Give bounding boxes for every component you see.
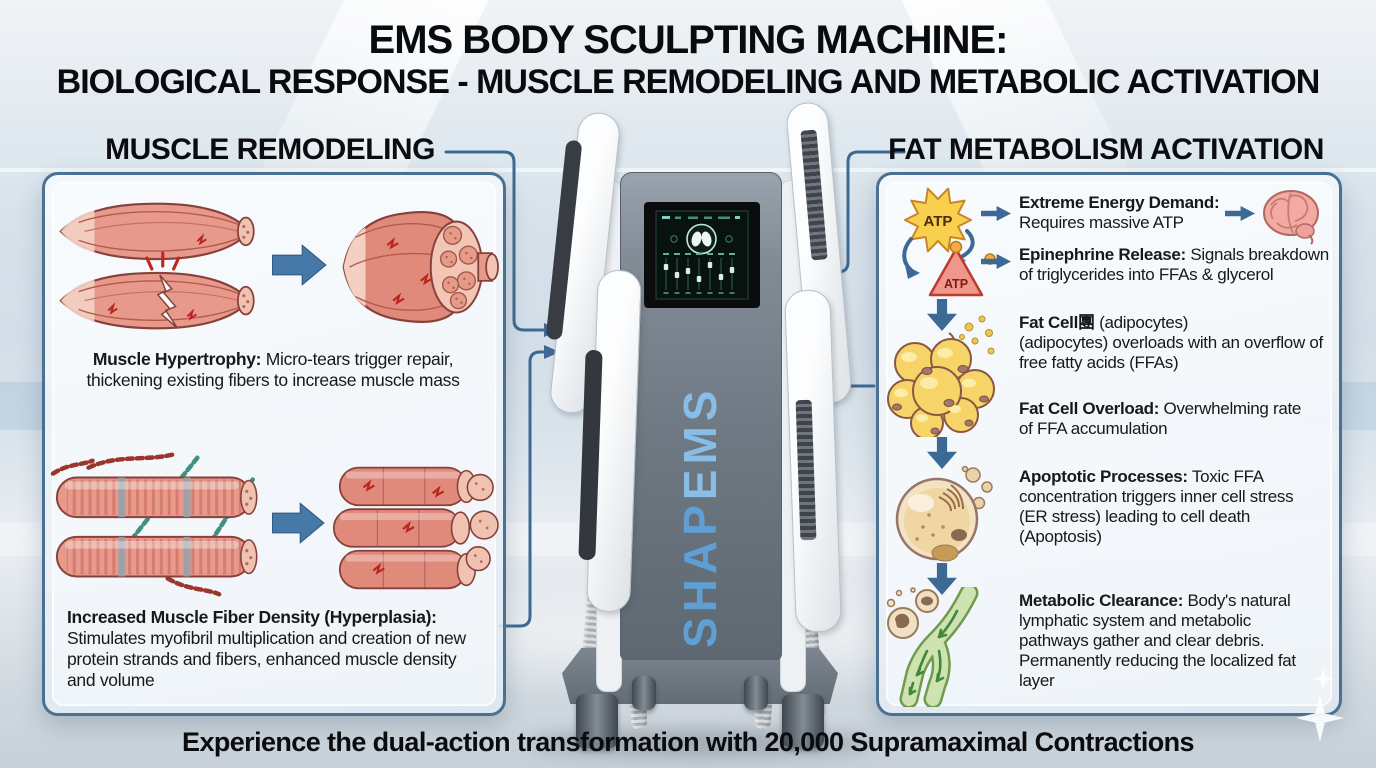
entry-heading: Fat Cell團 — [1019, 313, 1095, 332]
hypertrophy-caption: Muscle Hypertrophy: Micro-tears trigger … — [53, 349, 493, 391]
entry-body: Body's natural lymphatic system and meta… — [1019, 591, 1296, 690]
hyperplasia-body: Stimulates myofibril multiplication and … — [67, 628, 466, 690]
page-title: EMS BODY SCULPTING MACHINE: BIOLOGICAL R… — [0, 18, 1376, 101]
brand-part-shap: SHAP — [674, 500, 726, 648]
entry-heading: Extreme Energy Demand: — [1019, 193, 1220, 212]
fat-cell-overload-entry: Fat Cell Overload: Overwhelming rate of … — [1019, 399, 1319, 439]
control-screen[interactable] — [644, 202, 760, 308]
apoptotic-entry: Apoptotic Processes: Toxic FFA concentra… — [1019, 467, 1319, 547]
extreme-energy-entry: Extreme Energy Demand: Requires massive … — [1019, 193, 1239, 233]
fat-cell-cluster-icon — [887, 315, 995, 437]
entry-heading: Apoptotic Processes: — [1019, 467, 1188, 486]
hypertrophy-body: Micro-tears trigger repair, thickening e… — [86, 349, 460, 390]
hyperplasia-illustration — [50, 451, 499, 597]
entry-body: Toxic FFA concentration triggers inner c… — [1019, 467, 1294, 546]
ems-machine: SHAPEMS — [526, 100, 876, 760]
wall-trim-line — [0, 168, 1376, 172]
atp-cascade-icon: ATP ATP — [902, 187, 996, 297]
entry-body: Requires massive ATP — [1019, 213, 1184, 232]
brain-icon — [1263, 190, 1319, 245]
entry-heading: Epinephrine Release: — [1019, 245, 1186, 264]
brand-logo: SHAPEMS — [673, 348, 727, 649]
metabolic-clearance-entry: Metabolic Clearance: Body's natural lymp… — [1019, 591, 1304, 691]
title-line-2: BIOLOGICAL RESPONSE - MUSCLE REMODELING … — [56, 63, 1321, 101]
atp-triangle-label: ATP — [944, 277, 968, 291]
lymphatic-clearance-icon — [886, 587, 979, 707]
left-section-header: MUSCLE REMODELING — [105, 133, 435, 166]
epinephrine-entry: Epinephrine Release: Signals breakdown o… — [1019, 245, 1339, 285]
caster-wheel — [632, 676, 656, 710]
entry-body: Signals breakdown of triglycerides into … — [1019, 245, 1329, 284]
right-section-header: FAT METABOLISM ACTIVATION — [888, 133, 1324, 166]
muscle-remodeling-panel: Muscle Hypertrophy: Micro-tears trigger … — [42, 172, 506, 716]
atp-star-label: ATP — [924, 213, 953, 230]
muscle-hypertrophy-illustration — [59, 202, 499, 330]
caster-wheel — [782, 694, 824, 748]
entry-heading: Metabolic Clearance: — [1019, 591, 1184, 610]
hyperplasia-caption: Increased Muscle Fiber Density (Hyperpla… — [67, 607, 477, 691]
fat-metabolism-panel: ATP ATP Extreme Energy Demand: Requires … — [876, 172, 1342, 716]
fat-cell-entry: Fat Cell團 (adipocytes) (adipocytes) over… — [1019, 313, 1334, 373]
brand-part-ems: EMS — [674, 385, 726, 501]
entry-heading: Fat Cell Overload: — [1019, 399, 1160, 418]
hyperplasia-heading: Increased Muscle Fiber Density (Hyperpla… — [67, 607, 437, 627]
tagline: Experience the dual-action transformatio… — [182, 727, 1194, 757]
apoptotic-cell-icon — [895, 465, 993, 562]
title-line-1: EMS BODY SCULPTING MACHINE: — [368, 18, 1009, 62]
caster-wheel — [576, 694, 618, 748]
hypertrophy-heading: Muscle Hypertrophy: — [92, 349, 262, 369]
caster-wheel — [744, 676, 768, 710]
entry-body: Overwhelming rate of FFA accumulation — [1019, 399, 1302, 438]
entry-body: (adipocytes) (adipocytes) overloads with… — [1019, 313, 1323, 372]
